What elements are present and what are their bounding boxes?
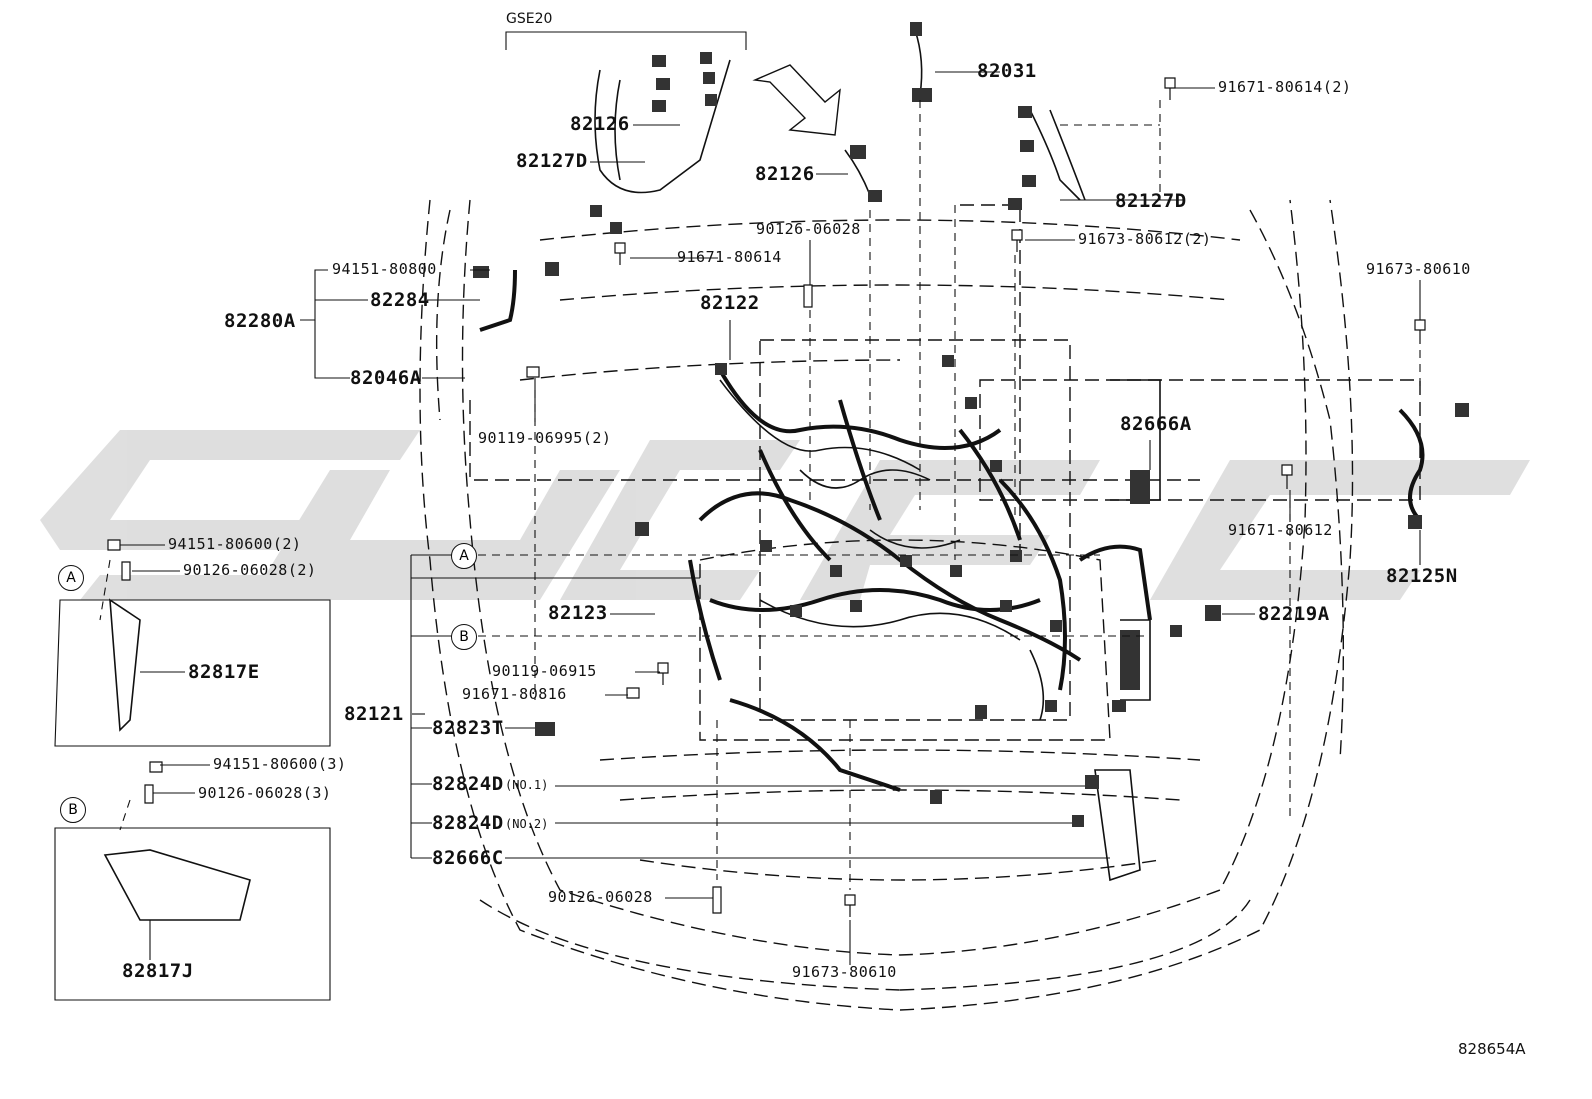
part-label: 82824D [432,773,504,795]
callout-b-marker: B [451,624,477,650]
part-note: (NO.2) [505,817,549,831]
main-harness [479,269,1425,792]
part-label: 82823T [432,717,504,739]
part-label: 82046A [350,367,422,389]
part-label: 82122 [700,292,760,314]
part-label: 82284 [370,289,430,311]
part-label: 82126 [570,113,630,135]
connectors [473,22,1469,827]
part-label: 90126-06028 [548,888,653,906]
part-label: 82817J [122,960,194,982]
part-label: 82125N [1386,565,1458,587]
part-label: 91671-80614 [677,248,782,266]
direction-arrow [752,64,841,136]
part-label: 82127D [516,150,588,172]
part-label: 91673-80610 [1366,260,1471,278]
dashed-guides [99,100,1421,890]
part-label: 82817E [188,661,260,683]
callout-a-inset: A [58,565,84,591]
part-label: 82121 [344,703,404,725]
part-label: 82219A [1258,603,1330,625]
part-label: 91671-80614(2) [1218,78,1352,96]
part-label: 82127D [1115,190,1187,212]
fasteners [107,77,1426,917]
part-label: 90126-06028(3) [198,784,332,802]
part-label: 90119-06995(2) [478,429,612,447]
part-label: 82666C [432,847,504,869]
callout-a-marker: A [451,543,477,569]
part-label: 90126-06028 [756,220,861,238]
callout-b-inset: B [60,797,86,823]
part-label: 91671-80816 [462,685,567,703]
part-label: 94151-80800 [332,260,437,278]
document-id: 828654A [1458,1040,1526,1058]
part-label: 91673-80610 [792,963,897,981]
part-label: 91671-80612 [1228,521,1333,539]
part-label: 94151-80600(2) [168,535,302,553]
part-label: 94151-80600(3) [213,755,347,773]
part-label: 82126 [755,163,815,185]
part-label: 82666A [1120,413,1192,435]
part-label: 82280A [224,310,296,332]
part-label: 90126-06028(2) [183,561,317,579]
part-label: 82824D [432,812,504,834]
part-label: 82031 [977,60,1037,82]
part-note: (NO.1) [505,778,549,792]
watermark-logo [40,430,1530,600]
part-label: 91673-80612(2) [1078,230,1212,248]
part-label: 82123 [548,602,608,624]
part-label: 90119-06915 [492,662,597,680]
group-label: GSE20 [506,11,553,27]
